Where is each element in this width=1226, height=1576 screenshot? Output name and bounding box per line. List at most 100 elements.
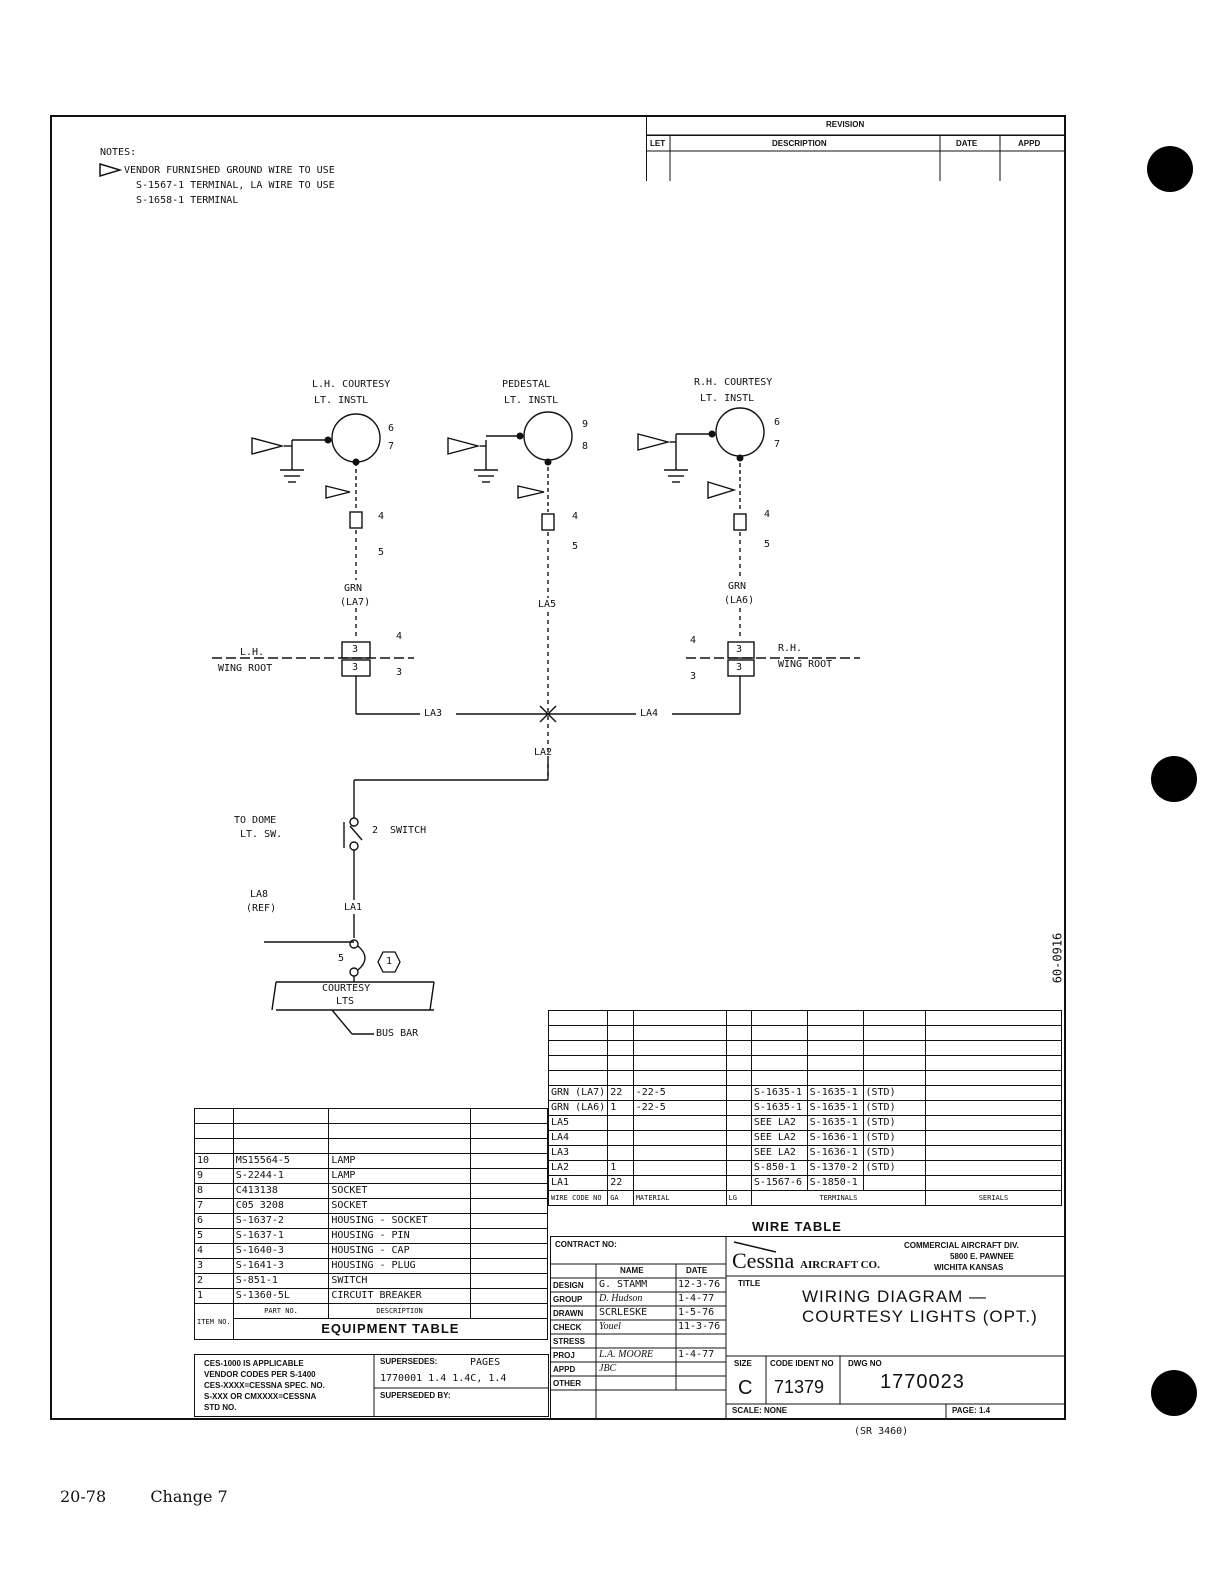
notes-header: NOTES: (100, 147, 137, 158)
dwg-no-value: 1770023 (880, 1371, 965, 1393)
wire-label-la2: LA2 (534, 747, 553, 758)
bus-bar-label: BUS BAR (376, 1028, 419, 1039)
light-title: LT. INSTL (504, 395, 559, 406)
drawing-subtitle: COURTESY LIGHTS (OPT.) (802, 1307, 1038, 1326)
breaker-pin: 5 (338, 953, 345, 964)
binder-hole (1151, 1370, 1197, 1416)
role-name: SCRLESKE (599, 1307, 648, 1318)
supersedes-label: SUPERSEDES: (380, 1357, 438, 1366)
dwg-no-label: DWG NO (848, 1359, 882, 1368)
applic-line: S-XXX OR CMXXXX=CESSNA (204, 1392, 317, 1401)
role-label: OTHER (553, 1379, 581, 1388)
item-callout: 5 (572, 541, 579, 552)
item-callout: 8 (582, 441, 589, 452)
division-line: 5800 E. PAWNEE (950, 1252, 1014, 1261)
name-header: NAME (620, 1266, 644, 1275)
connector-pin: 3 (352, 662, 359, 673)
note-line: S-1567-1 TERMINAL, LA WIRE TO USE (136, 180, 335, 191)
light-title: PEDESTAL (502, 379, 551, 390)
equipment-header: ITEM NO. PART NO. DESCRIPTION (194, 1303, 549, 1340)
item-callout: 2 (372, 825, 379, 836)
wire-label-la3: LA3 (424, 708, 443, 719)
division-line: WICHITA KANSAS (934, 1263, 1004, 1272)
wire-code: (LA6) (724, 595, 755, 606)
role-label: GROUP (553, 1295, 583, 1304)
code-ident-label: CODE IDENT NO (770, 1359, 834, 1368)
role-label: STRESS (553, 1337, 586, 1346)
connector-pin: 3 (352, 644, 359, 655)
item-callout: 9 (582, 419, 589, 430)
title-label: TITLE (738, 1279, 761, 1288)
applic-line: VENDOR CODES PER S-1400 (204, 1370, 316, 1379)
wing-root-side: R.H. (778, 643, 803, 654)
wire-code: LA5 (538, 599, 557, 610)
wing-root-side: L.H. (240, 647, 265, 658)
drawing-title: WIRING DIAGRAM — (802, 1287, 988, 1306)
stamp: (SR 3460) (854, 1426, 909, 1437)
item-callout: 3 (396, 667, 403, 678)
item-callout: 4 (690, 635, 697, 646)
switch-lt-sw: LT. SW. (240, 829, 283, 840)
page-label: PAGE: 1.4 (952, 1406, 991, 1415)
item-callout: 6 (388, 423, 395, 434)
superseded-by-label: SUPERSEDED BY: (380, 1391, 451, 1400)
item-callout: 6 (774, 417, 781, 428)
supersedes-pages: PAGES (470, 1357, 501, 1368)
item-callout: 4 (378, 511, 385, 522)
role-label: APPD (553, 1365, 576, 1374)
item-callout: 4 (764, 509, 771, 520)
role-date: 12-3-76 (678, 1279, 721, 1290)
light-title: R.H. COURTESY (694, 377, 773, 388)
cessna-logo-icon (733, 1241, 777, 1253)
item-callout: 5 (764, 539, 771, 550)
wing-root-label: WING ROOT (218, 663, 273, 674)
item-callout: 4 (572, 511, 579, 522)
connector-pin: 3 (736, 644, 743, 655)
ref-wire: LA8 (250, 889, 269, 900)
contract-no-label: CONTRACT NO: (555, 1240, 617, 1249)
scale-label: SCALE: NONE (732, 1406, 788, 1415)
revision-col-let: LET (650, 139, 666, 148)
page-number: 20-78 (60, 1487, 107, 1506)
wire-label-la4: LA4 (640, 708, 659, 719)
role-name: D. Hudson (599, 1293, 643, 1304)
change-label: Change 7 (150, 1487, 228, 1506)
size-value: C (738, 1377, 753, 1399)
light-title: LT. INSTL (314, 395, 369, 406)
wire-code: (LA7) (340, 597, 371, 608)
role-name: JBC (599, 1363, 617, 1374)
item-1-callout-icon (377, 951, 401, 973)
wire-label-la1: LA1 (344, 902, 363, 913)
light-title: LT. INSTL (700, 393, 755, 404)
note-line: VENDOR FURNISHED GROUND WIRE TO USE (124, 165, 335, 176)
role-label: DESIGN (553, 1281, 584, 1290)
wire-table-title: WIRE TABLE (752, 1219, 842, 1234)
role-name: L.A. MOORE (599, 1349, 654, 1360)
item-callout: 5 (378, 547, 385, 558)
binder-hole (1147, 146, 1193, 192)
item-callout: 4 (396, 631, 403, 642)
note-flag-icon (99, 162, 122, 178)
breaker-label: LTS (336, 996, 355, 1007)
role-label: PROJ (553, 1351, 575, 1360)
revision-title: REVISION (826, 120, 865, 129)
division-line: COMMERCIAL AIRCRAFT DIV. (904, 1241, 1019, 1250)
company-logo: Cessna (732, 1248, 795, 1273)
binder-hole (1151, 756, 1197, 802)
breaker-label: COURTESY (322, 983, 371, 994)
